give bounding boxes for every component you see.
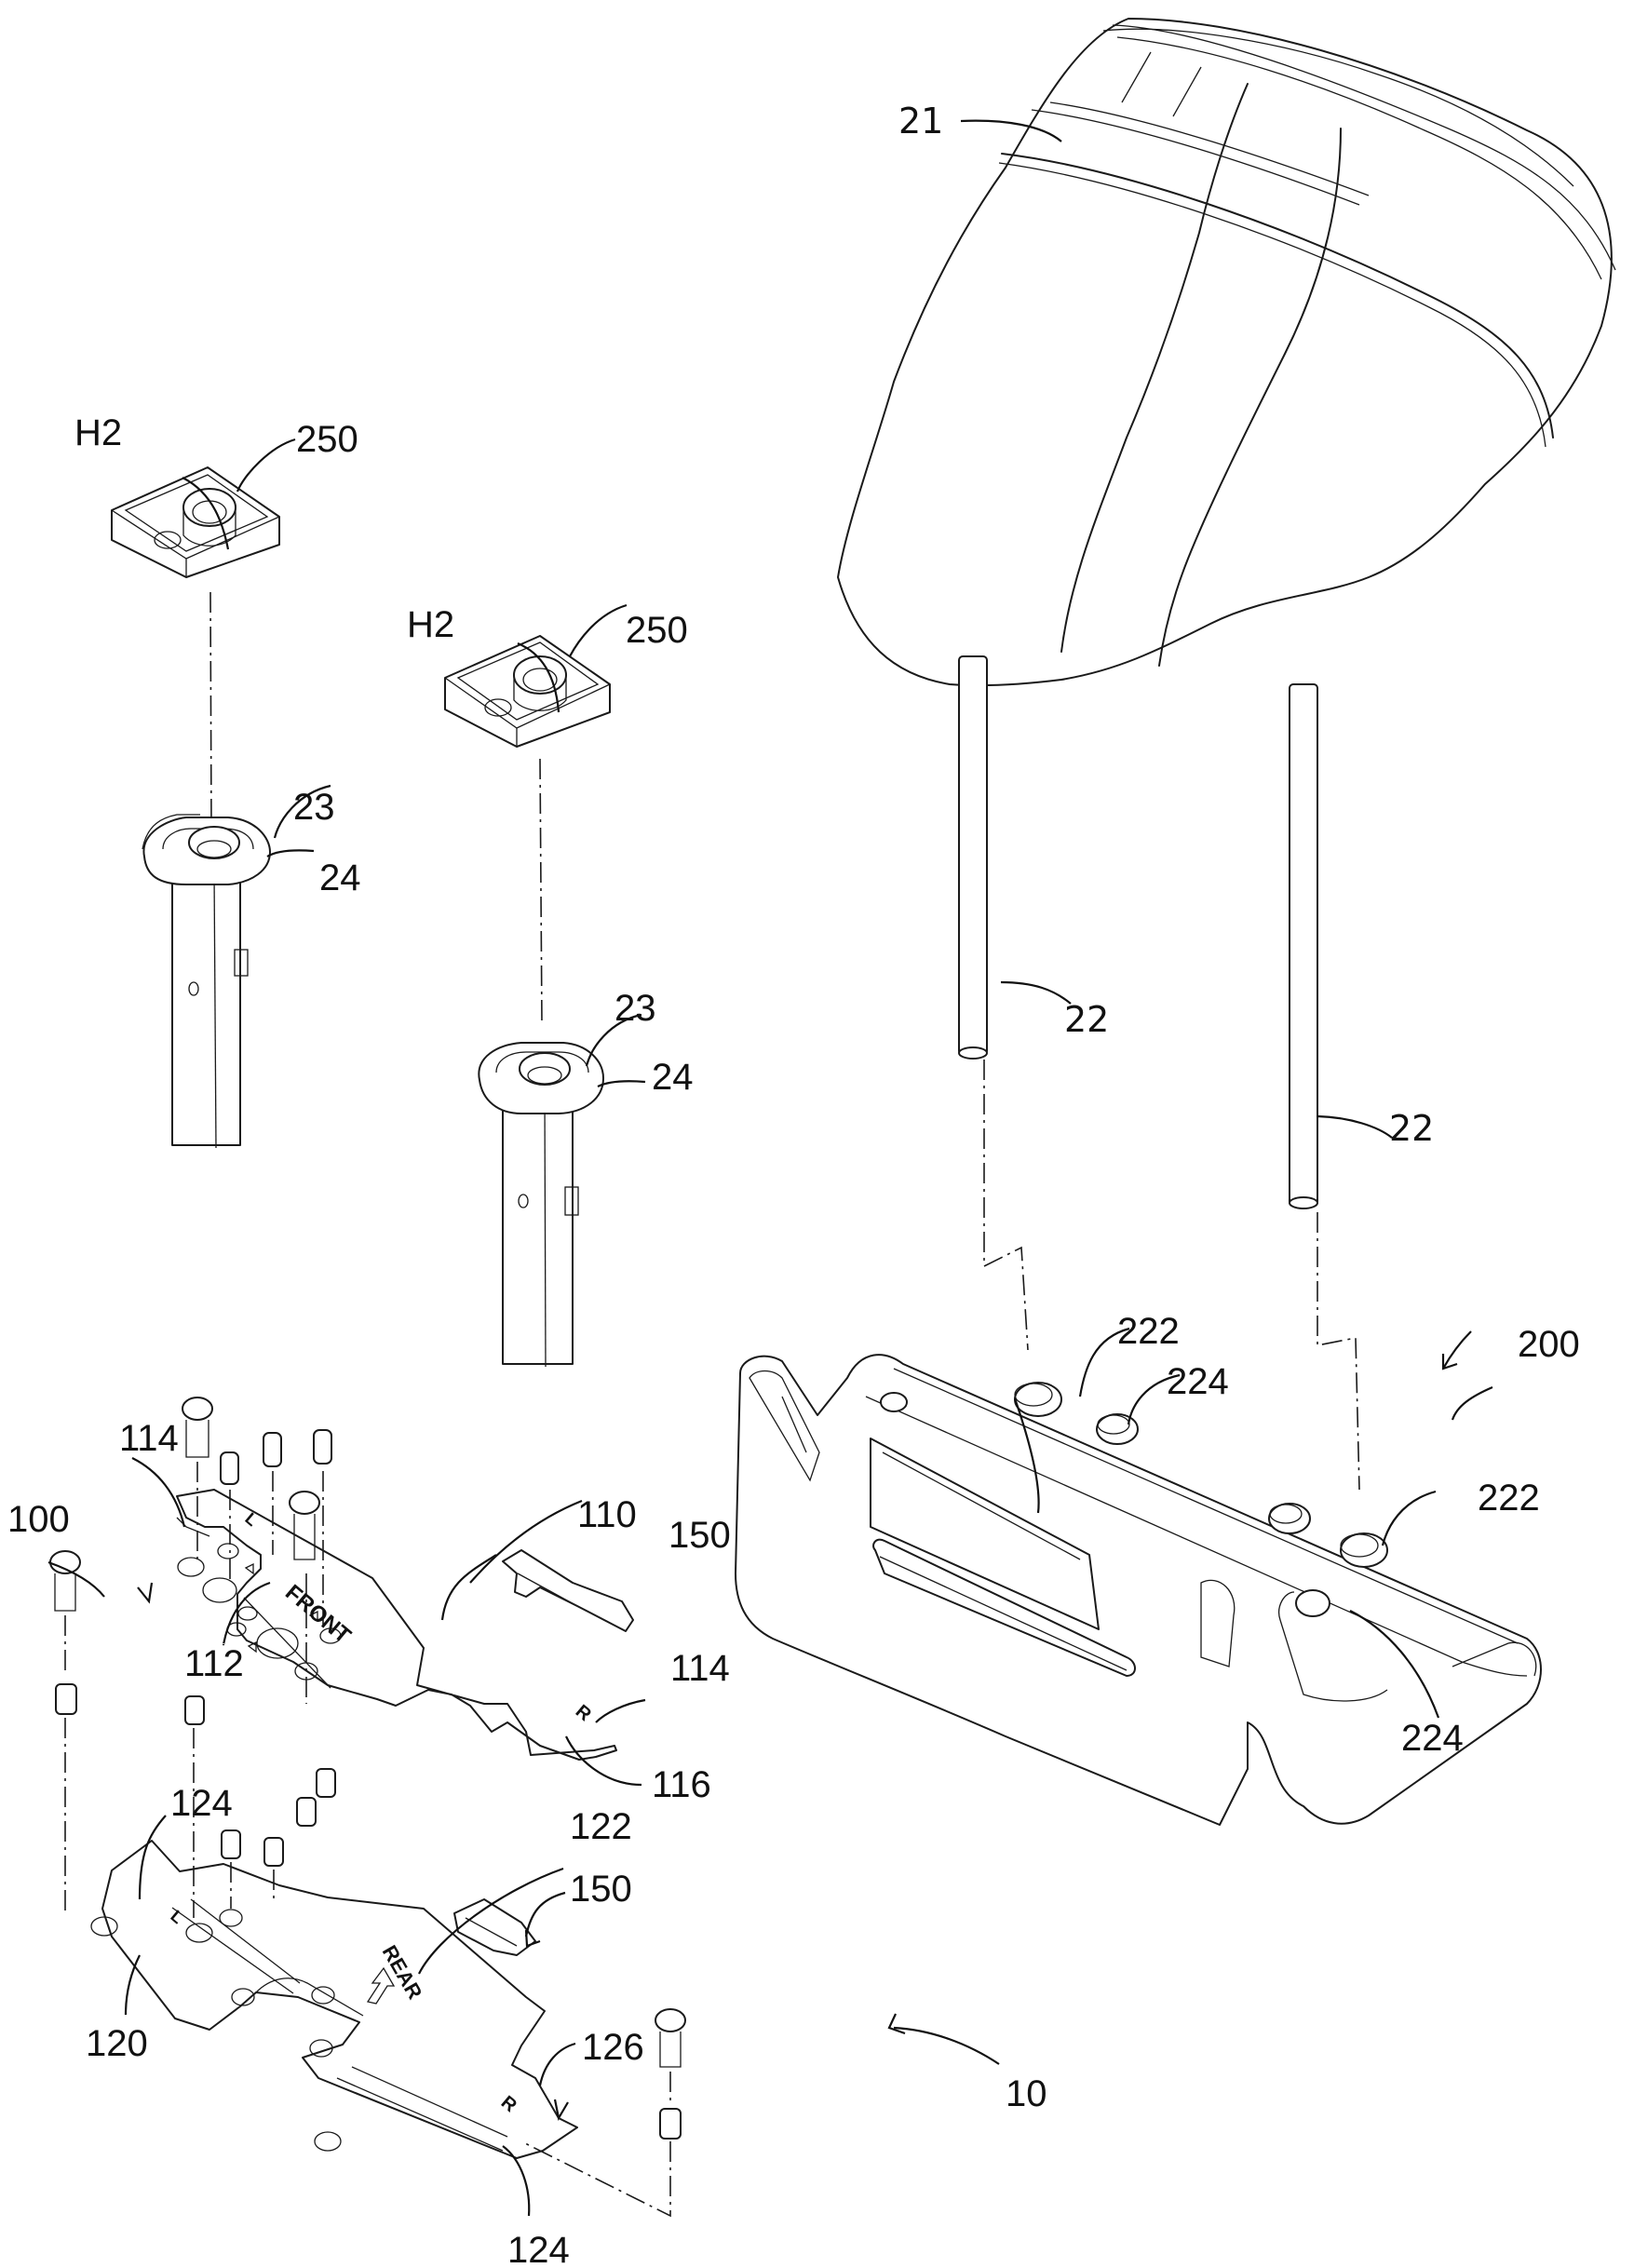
upper-plate-hole — [177, 1557, 205, 1577]
label-h2-left: H2 — [74, 412, 122, 453]
label-22-right: 22 — [1389, 1108, 1434, 1149]
label-222-right: 222 — [1478, 1478, 1540, 1519]
leader-lines — [47, 119, 1493, 2217]
arrowheads — [137, 1354, 1458, 2122]
lower-plate — [90, 1840, 578, 2159]
screw-group-upper — [182, 1397, 332, 1704]
label-150-lower: 150 — [570, 1869, 632, 1910]
label-110: 110 — [577, 1494, 637, 1535]
spacer-group-lower — [49, 1550, 686, 2218]
sleeve-right — [478, 1042, 604, 1368]
rod-guide-line-right — [1317, 1212, 1360, 1491]
rod-guide-line-left — [983, 1060, 1029, 1351]
rear-arrow-icon — [366, 1966, 396, 2005]
label-112: 112 — [184, 1643, 244, 1684]
label-120: 120 — [86, 2023, 148, 2064]
label-150-upper: 150 — [668, 1515, 731, 1556]
right-marking-upper: R — [572, 1701, 596, 1725]
sleeve-left — [142, 814, 271, 1149]
label-21: 21 — [898, 101, 943, 142]
upper-plate — [176, 1489, 617, 1761]
base-hole-224-top — [1096, 1413, 1139, 1445]
clip-guide-line-right — [539, 758, 543, 1025]
label-122: 122 — [570, 1806, 632, 1847]
clip-left — [111, 466, 280, 578]
latch-upper — [502, 1549, 634, 1632]
label-124-right: 124 — [507, 2230, 570, 2268]
label-124-left: 124 — [170, 1783, 233, 1824]
label-23-right: 23 — [614, 988, 656, 1029]
label-114-right: 114 — [670, 1648, 730, 1689]
label-100: 100 — [7, 1499, 70, 1540]
label-224-top: 224 — [1167, 1361, 1229, 1402]
label-250-right: 250 — [626, 610, 688, 651]
label-116: 116 — [652, 1764, 711, 1805]
label-126: 126 — [582, 2027, 644, 2068]
label-22-left: 22 — [1064, 999, 1109, 1040]
label-23-left: 23 — [293, 787, 335, 828]
label-222-top: 222 — [1117, 1311, 1180, 1352]
base-hole-224-mid — [1268, 1503, 1311, 1534]
label-24-left: 24 — [319, 857, 361, 898]
label-10: 10 — [1006, 2073, 1047, 2114]
clip-right — [444, 635, 611, 748]
clip-guide-line-left — [209, 591, 212, 830]
label-24-right: 24 — [652, 1057, 694, 1098]
label-224-bottom: 224 — [1401, 1718, 1464, 1759]
support-rod-right — [1289, 683, 1318, 1209]
base-hole-224-bottom — [1295, 1589, 1330, 1617]
headrest-base — [735, 1354, 1542, 1826]
latch-lower — [453, 1898, 536, 1956]
label-h2-right: H2 — [407, 604, 454, 645]
label-250-left: 250 — [296, 419, 358, 460]
base-hole-222-top — [1014, 1382, 1062, 1417]
base-hole-222-right — [1340, 1532, 1388, 1568]
label-200: 200 — [1518, 1324, 1580, 1365]
headrest-cushion — [837, 18, 1616, 687]
label-114-left: 114 — [119, 1418, 179, 1459]
support-rod-left — [958, 655, 988, 1060]
